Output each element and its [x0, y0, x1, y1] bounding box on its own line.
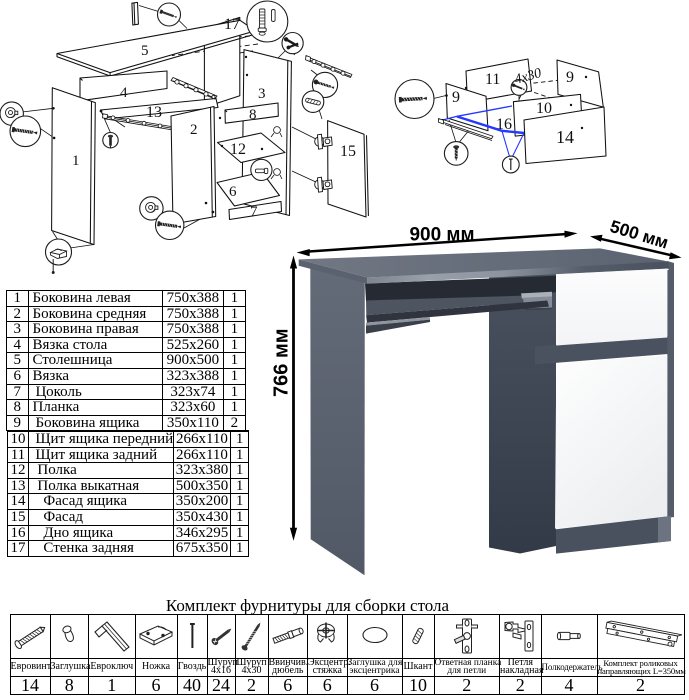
svg-text:14: 14	[556, 127, 574, 147]
svg-text:16: 16	[496, 116, 512, 133]
svg-text:900 мм: 900 мм	[409, 224, 474, 245]
svg-text:4: 4	[120, 85, 128, 101]
svg-text:10: 10	[536, 100, 552, 117]
svg-text:5: 5	[141, 43, 149, 59]
svg-text:17: 17	[224, 16, 240, 33]
svg-text:3: 3	[258, 86, 266, 102]
svg-text:9: 9	[566, 69, 574, 86]
svg-text:766 мм: 766 мм	[271, 328, 293, 397]
svg-text:6: 6	[229, 184, 237, 200]
svg-text:4x30: 4x30	[513, 66, 543, 88]
svg-text:7: 7	[250, 204, 258, 220]
svg-text:13: 13	[146, 104, 162, 121]
svg-text:8: 8	[249, 107, 257, 123]
svg-text:15: 15	[340, 143, 356, 160]
svg-text:1: 1	[72, 153, 80, 169]
svg-text:11: 11	[485, 71, 500, 88]
svg-text:9: 9	[452, 89, 460, 106]
svg-text:2: 2	[190, 122, 198, 138]
svg-text:12: 12	[230, 141, 246, 158]
